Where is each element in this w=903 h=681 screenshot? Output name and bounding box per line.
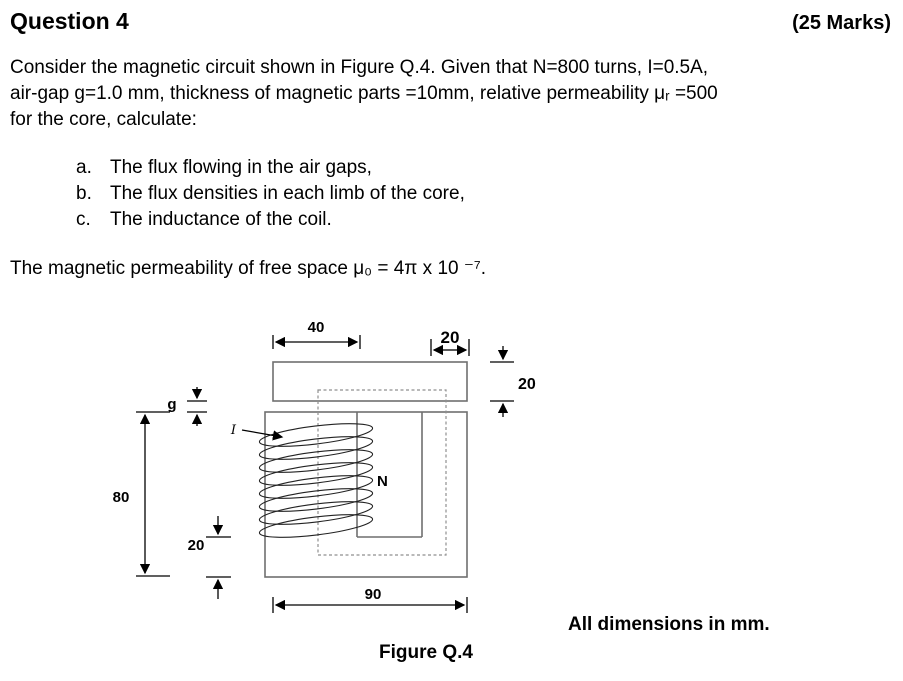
task-item: c. The inductance of the coil. [76,207,893,233]
task-list: a. The flux flowing in the air gaps, b. … [10,155,893,233]
task-label: b. [76,183,92,204]
task-label: a. [76,157,92,178]
dimension-top-width: 40 [272,319,361,349]
task-text: The inductance of the coil. [110,209,332,230]
question-intro: Consider the magnetic circuit shown in F… [10,55,893,133]
intro-line-1: Consider the magnetic circuit shown in F… [10,57,709,78]
dim-bottom-thickness-label: 20 [188,537,205,554]
dim-top-bar-thickness-label: 20 [518,376,536,393]
task-text: The flux densities in each limb of the c… [110,183,465,204]
dim-bottom-width-label: 90 [365,586,382,603]
task-item: b. The flux densities in each limb of th… [76,181,893,207]
dimension-bottom-width: 90 [272,586,468,613]
dim-top-width-label: 40 [308,319,325,336]
dimension-bottom-thickness: 20 [188,516,231,599]
top-bar-core [272,361,468,402]
dimension-right-limb-width: 20 [430,328,470,356]
intro-line-2: air-gap g=1.0 mm, thickness of magnetic … [10,83,718,104]
dimension-air-gap: g [167,387,207,426]
dimension-core-height: 80 [113,411,170,577]
coil-turns-label: N [377,473,388,490]
task-item: a. The flux flowing in the air gaps, [76,155,893,181]
dim-core-height-label: 80 [113,489,130,506]
permeability-note: The magnetic permeability of free space … [10,258,487,279]
units-note: All dimensions in mm. [568,614,770,635]
figure-caption: Figure Q.4 [379,642,473,663]
u-core [264,411,468,578]
marks-label: (25 Marks) [792,12,891,34]
dim-right-limb-width-label: 20 [441,328,460,347]
current-label: I [230,423,237,438]
coil [258,423,374,538]
flux-path [317,389,447,556]
figure-q4-diagram: I N 40 20 [113,319,536,613]
current-arrow: I [230,423,284,441]
task-text: The flux flowing in the air gaps, [110,157,372,178]
intro-line-3: for the core, calculate: [10,109,197,130]
figure-area: I N 40 20 [10,310,893,678]
task-label: c. [76,209,91,230]
dim-air-gap-label: g [167,396,176,413]
dimension-top-bar-thickness: 20 [490,346,536,417]
question-header: Question 4 (25 Marks) [10,8,893,35]
question-title: Question 4 [10,8,129,34]
